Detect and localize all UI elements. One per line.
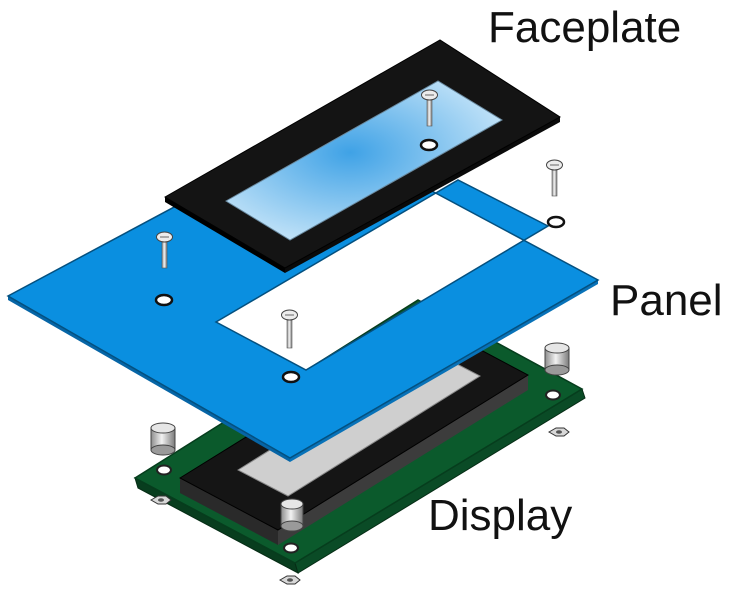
hex-nut	[149, 495, 172, 505]
panel-edge-right	[290, 280, 598, 462]
panel-edge-left	[8, 296, 290, 462]
faceplate-edge-right	[285, 117, 560, 273]
screw	[546, 159, 563, 197]
lcd-module-side-right	[278, 375, 528, 545]
label-panel: Panel	[610, 276, 723, 325]
panel-holes	[154, 215, 566, 384]
screw	[421, 89, 438, 127]
panel-hole	[546, 215, 566, 229]
screw	[156, 231, 173, 269]
pcb-mount-holes	[156, 389, 561, 554]
faceplate-edge	[165, 197, 285, 273]
standoff	[150, 422, 176, 456]
hex-nut	[547, 427, 570, 437]
pcb-hole	[156, 464, 172, 476]
label-display: Display	[428, 491, 572, 540]
panel-hole	[281, 370, 301, 384]
panel-layer	[6, 129, 600, 462]
label-faceplate: Faceplate	[488, 3, 681, 52]
panel-hole	[154, 293, 174, 307]
screw	[281, 309, 298, 349]
standoff	[544, 342, 570, 376]
standoff	[280, 498, 304, 532]
lcd-module-side	[180, 478, 278, 545]
pcb-hole	[283, 542, 299, 554]
faceplate-hole	[419, 138, 439, 152]
hex-nut	[278, 575, 301, 585]
faceplate-window	[225, 80, 503, 241]
faceplate-layer	[164, 39, 561, 273]
pcb-hole	[545, 389, 561, 401]
